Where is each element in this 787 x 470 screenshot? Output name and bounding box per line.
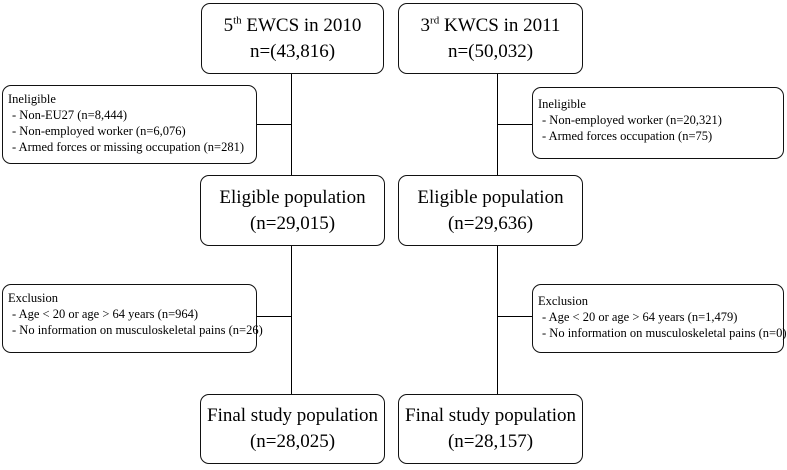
left-exclusion-box: Exclusion - Age < 20 or age > 64 years (… bbox=[2, 284, 263, 353]
right-ineligible-box: Ineligible - Non-employed worker (n=20,3… bbox=[532, 87, 784, 159]
right-survey-box: 3rd KWCS in 2011 n=(50,032) bbox=[398, 3, 583, 74]
left-ineligible-heading: Ineligible bbox=[8, 92, 56, 106]
right-exclusion-heading: Exclusion bbox=[538, 294, 588, 308]
right-ineligible-item: - Armed forces occupation (n=75) bbox=[542, 129, 713, 143]
left-exclusion-connector bbox=[257, 316, 292, 317]
left-ineligible-item: - Armed forces or missing occupation (n=… bbox=[12, 140, 244, 154]
left-survey-title: 5th EWCS in 2010 bbox=[224, 13, 362, 39]
right-survey-count: n=(50,032) bbox=[447, 40, 534, 62]
left-ineligible-item: - Non-employed worker (n=6,076) bbox=[12, 124, 186, 138]
left-exclusion-heading: Exclusion bbox=[8, 291, 58, 305]
left-survey-ordinal: 5 bbox=[223, 14, 234, 36]
right-eligible-box: Eligible population (n=29,636) bbox=[398, 175, 583, 246]
left-eligible-count: (n=29,015) bbox=[249, 212, 336, 234]
right-eligible-count: (n=29,636) bbox=[447, 212, 534, 234]
right-eligible-title: Eligible population bbox=[417, 186, 564, 208]
right-final-box: Final study population (n=28,157) bbox=[398, 394, 583, 464]
right-ineligible-heading: Ineligible bbox=[538, 97, 586, 111]
left-survey-box: 5th EWCS in 2010 n=(43,816) bbox=[201, 3, 384, 74]
right-survey-title: 3rd KWCS in 2011 bbox=[421, 13, 561, 39]
left-final-box: Final study population (n=28,025) bbox=[200, 394, 385, 464]
left-ineligible-item: - Non-EU27 (n=8,444) bbox=[12, 108, 128, 122]
left-survey-name: EWCS in 2010 bbox=[246, 14, 362, 36]
left-exclusion-item: - Age < 20 or age > 64 years (n=964) bbox=[12, 307, 199, 321]
left-survey-count: n=(43,816) bbox=[249, 40, 336, 62]
right-final-count: (n=28,157) bbox=[447, 431, 534, 452]
left-final-title: Final study population bbox=[207, 405, 378, 426]
right-exclusion-item: - No information on musculoskeletal pain… bbox=[542, 326, 787, 340]
left-final-count: (n=28,025) bbox=[249, 431, 336, 452]
right-survey-ordinal-suffix: rd bbox=[430, 14, 440, 27]
right-exclusion-box: Exclusion - Age < 20 or age > 64 years (… bbox=[532, 284, 787, 353]
left-ineligible-connector bbox=[257, 124, 292, 125]
left-exclusion-item: - No information on musculoskeletal pain… bbox=[12, 323, 263, 337]
right-ineligible-connector bbox=[497, 124, 532, 125]
left-survey-ordinal-suffix: th bbox=[233, 14, 242, 27]
right-survey-ordinal: 3 bbox=[420, 14, 431, 36]
right-ineligible-item: - Non-employed worker (n=20,321) bbox=[542, 113, 722, 127]
right-survey-name: KWCS in 2011 bbox=[443, 14, 561, 36]
right-exclusion-connector bbox=[497, 316, 532, 317]
right-final-title: Final study population bbox=[405, 405, 576, 426]
left-eligible-box: Eligible population (n=29,015) bbox=[200, 175, 385, 246]
left-eligible-title: Eligible population bbox=[219, 186, 366, 208]
right-exclusion-item: - Age < 20 or age > 64 years (n=1,479) bbox=[542, 310, 738, 324]
left-ineligible-box: Ineligible - Non-EU27 (n=8,444) - Non-em… bbox=[2, 85, 257, 164]
